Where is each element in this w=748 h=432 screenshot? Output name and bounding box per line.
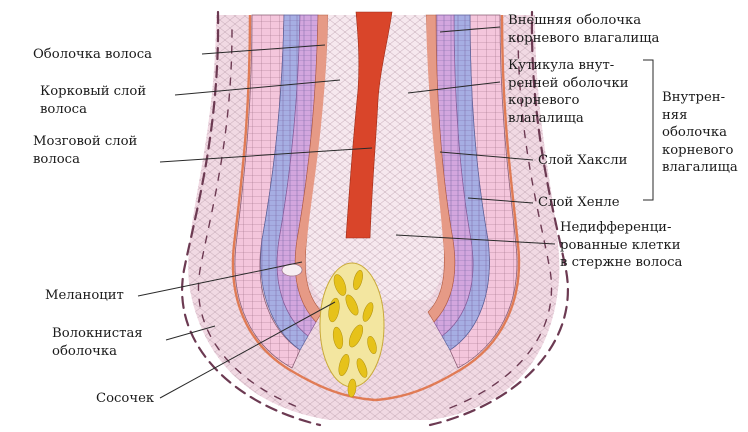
hair-shaft-core-cells bbox=[306, 15, 444, 300]
leader-hair-sheath bbox=[201, 44, 326, 55]
outer-root-sheath-right-cells bbox=[450, 15, 517, 368]
leader-papilla bbox=[159, 301, 336, 399]
leader-lines-left bbox=[137, 44, 373, 399]
outer-root-sheath-left-cells bbox=[234, 15, 300, 368]
papilla bbox=[319, 262, 385, 388]
papilla-nuclei bbox=[328, 270, 377, 398]
label-huxley: Слой Хаксли bbox=[538, 153, 628, 168]
label-inner-root-sheath: Внутрен- няя оболочка корневого влагалищ… bbox=[662, 90, 738, 175]
medulla-streak bbox=[345, 11, 393, 239]
leader-cuticle bbox=[407, 81, 501, 94]
label-cuticle: Кутикула внут- ренней оболочки корневого… bbox=[508, 58, 629, 126]
fibrous-sheath-dashes bbox=[181, 10, 569, 427]
label-melanocyte: Меланоцит bbox=[45, 288, 124, 303]
label-outer-root-sheath: Внешняя оболочка корневого влагалища bbox=[508, 13, 660, 46]
glassy-membrane bbox=[231, 14, 521, 402]
label-papilla: Сосочек bbox=[96, 391, 155, 406]
label-undifferentiated: Недифференци- рованные клетки в стержне … bbox=[560, 220, 683, 270]
leader-lines-right bbox=[395, 26, 556, 245]
label-henle: Слой Хенле bbox=[538, 195, 620, 210]
leader-cortex bbox=[174, 79, 341, 96]
henle-layer-right-cells bbox=[442, 15, 490, 350]
label-medulla: Мозговой слой волоса bbox=[33, 134, 138, 167]
huxley-layer-left-cells bbox=[277, 15, 318, 336]
leader-melanocyte bbox=[137, 261, 303, 297]
leader-undifferentiated bbox=[395, 234, 556, 245]
huxley-layer-right-cells bbox=[434, 15, 473, 336]
leader-medulla bbox=[159, 147, 373, 163]
inner-sheath-bracket bbox=[643, 59, 654, 201]
leader-outer-root-sheath bbox=[439, 26, 501, 33]
label-cortex: Корковый слой волоса bbox=[40, 84, 147, 117]
label-fibrous-sheath: Волокнистая оболочка bbox=[52, 326, 143, 359]
leader-henle bbox=[467, 197, 534, 204]
leader-fibrous-sheath bbox=[165, 325, 216, 341]
leader-huxley bbox=[439, 151, 534, 161]
label-hair-sheath: Оболочка волоса bbox=[33, 47, 152, 62]
fibrous-sheath-dashes-inner bbox=[197, 29, 553, 409]
